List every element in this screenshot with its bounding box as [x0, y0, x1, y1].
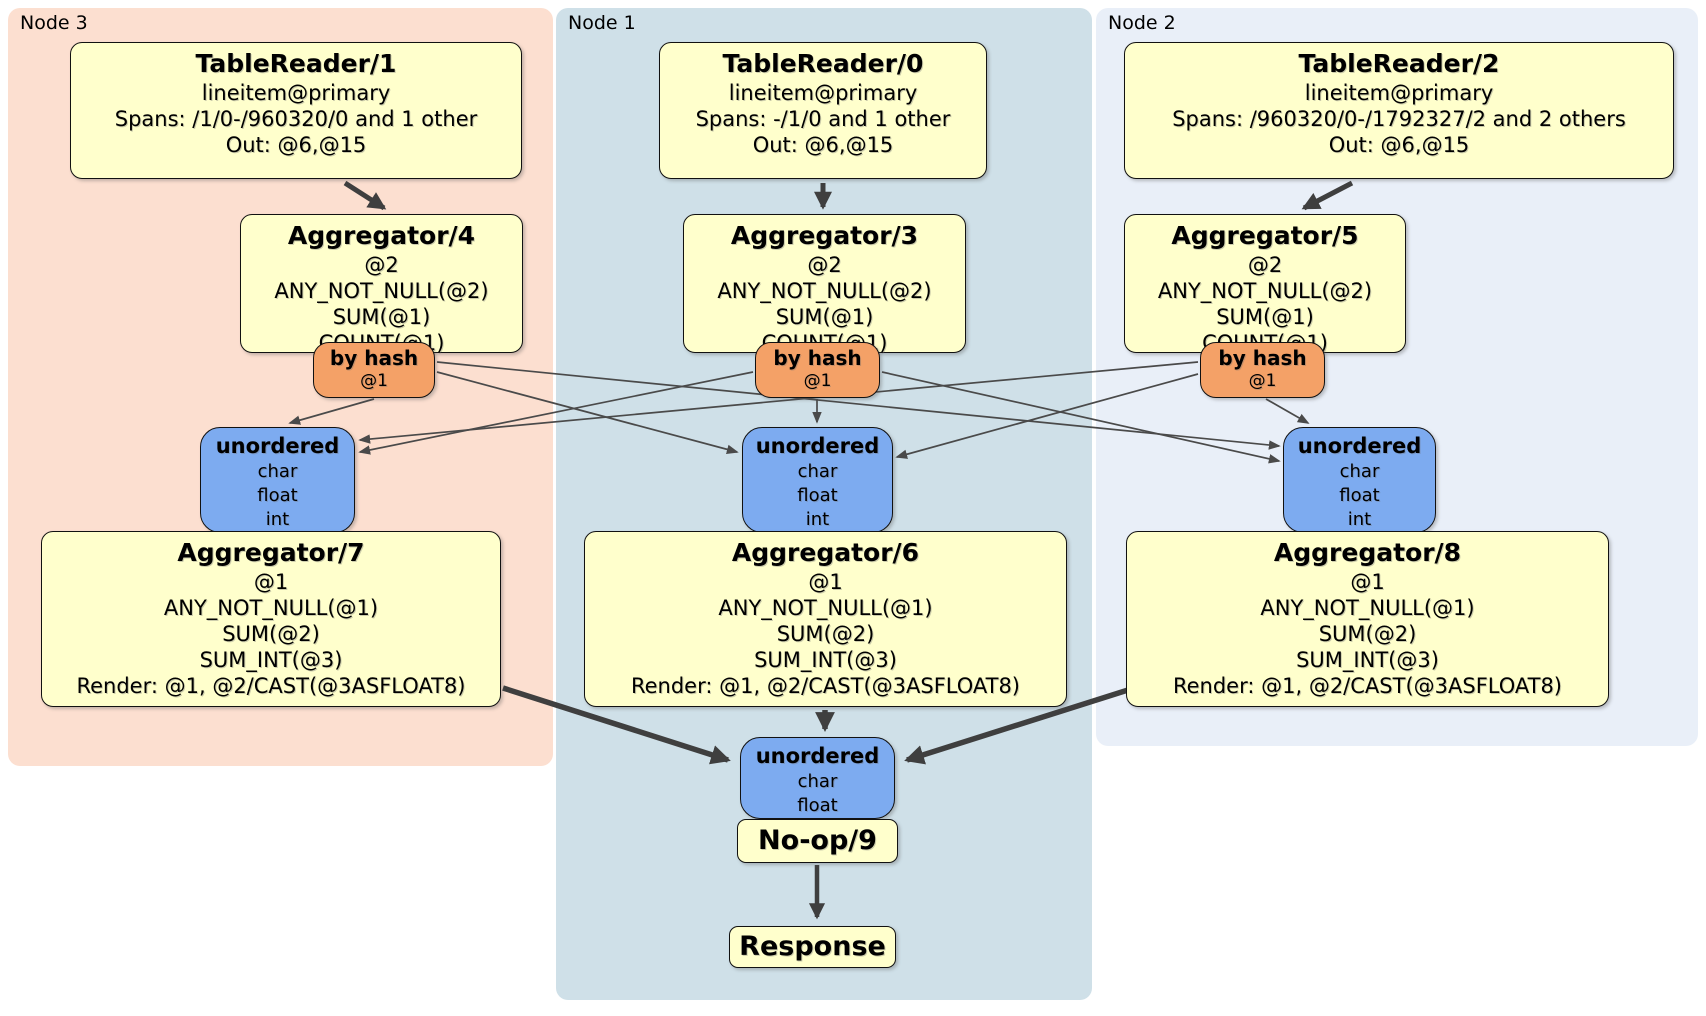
- sync-line: int: [265, 509, 290, 530]
- box-line: Render: @1, @2/CAST(@3ASFLOAT8): [630, 674, 1021, 698]
- box-line: Out: @6,@15: [225, 133, 367, 157]
- box-line: Spans: -/1/0 and 1 other: [695, 107, 951, 131]
- box-title: Aggregator/8: [1273, 538, 1462, 567]
- box-line: @1: [808, 570, 843, 594]
- box-line: @2: [364, 253, 399, 277]
- group-label-node-1: Node 1: [568, 12, 636, 34]
- box-line: Out: @6,@15: [752, 133, 894, 157]
- box-title: TableReader/0: [722, 49, 924, 78]
- sync-title: unordered: [755, 744, 880, 768]
- aggregator-7-box: Aggregator/7 @1 ANY_NOT_NULL(@1) SUM(@2)…: [41, 531, 501, 707]
- box-line: Out: @6,@15: [1328, 133, 1470, 157]
- box-line: SUM(@2): [1318, 622, 1417, 646]
- aggregator-4-box: Aggregator/4 @2 ANY_NOT_NULL(@2) SUM(@1)…: [240, 214, 523, 355]
- unordered-sync-node3: unordered char float int: [200, 427, 355, 533]
- box-line: Spans: /1/0-/960320/0 and 1 other: [114, 107, 478, 131]
- response-box: Response: [729, 926, 896, 968]
- router-title: by hash: [329, 346, 419, 370]
- box-line: SUM(@1): [332, 305, 431, 329]
- box-line: lineitem@primary: [201, 81, 391, 105]
- box-title: Aggregator/3: [730, 221, 919, 250]
- sync-title: unordered: [215, 434, 340, 458]
- sync-line: float: [797, 485, 838, 506]
- box-title: Aggregator/6: [731, 538, 920, 567]
- aggregator-3-box: Aggregator/3 @2 ANY_NOT_NULL(@2) SUM(@1)…: [683, 214, 966, 355]
- box-title: TableReader/2: [1298, 49, 1500, 78]
- box-line: SUM(@2): [222, 622, 320, 646]
- box-line: Render: @1, @2/CAST(@3ASFLOAT8): [1172, 674, 1563, 698]
- aggregator-6-box: Aggregator/6 @1 ANY_NOT_NULL(@1) SUM(@2)…: [584, 531, 1067, 707]
- table-reader-2-box: TableReader/2 lineitem@primary Spans: /9…: [1124, 42, 1674, 179]
- box-title: Response: [739, 931, 886, 962]
- unordered-sync-final: unordered char float: [740, 737, 895, 819]
- box-line: @1: [1350, 570, 1385, 594]
- unordered-sync-node2: unordered char float int: [1283, 427, 1436, 533]
- box-line: @2: [1247, 253, 1283, 277]
- sync-line: float: [1339, 485, 1380, 506]
- noop-9-box: No-op/9: [737, 819, 898, 863]
- box-line: SUM(@1): [775, 305, 874, 329]
- sync-line: float: [257, 485, 298, 506]
- box-title: Aggregator/7: [177, 538, 365, 567]
- group-label-node-3: Node 3: [20, 12, 88, 34]
- box-line: lineitem@primary: [1304, 81, 1494, 105]
- router-title: by hash: [1218, 346, 1307, 370]
- box-line: @1: [253, 570, 289, 594]
- router-detail: @1: [360, 371, 388, 391]
- sync-line: char: [1339, 461, 1380, 482]
- box-line: ANY_NOT_NULL(@1): [718, 596, 933, 620]
- box-line: ANY_NOT_NULL(@1): [163, 596, 379, 620]
- box-line: Spans: /960320/0-/1792327/2 and 2 others: [1172, 107, 1626, 131]
- sync-line: int: [1347, 509, 1372, 530]
- hash-router-node1: by hash @1: [755, 342, 880, 398]
- sync-title: unordered: [755, 434, 880, 458]
- box-line: SUM_INT(@3): [199, 648, 343, 672]
- sync-line: float: [797, 795, 838, 816]
- router-detail: @1: [1248, 371, 1277, 391]
- box-line: SUM_INT(@3): [754, 648, 897, 672]
- aggregator-5-box: Aggregator/5 @2 ANY_NOT_NULL(@2) SUM(@1)…: [1124, 214, 1406, 355]
- box-line: ANY_NOT_NULL(@2): [274, 279, 489, 303]
- box-title: Aggregator/4: [287, 221, 476, 250]
- hash-router-node2: by hash @1: [1200, 342, 1325, 398]
- router-title: by hash: [773, 346, 862, 370]
- box-line: ANY_NOT_NULL(@2): [717, 279, 932, 303]
- box-line: Render: @1, @2/CAST(@3ASFLOAT8): [76, 674, 466, 698]
- table-reader-0-box: TableReader/0 lineitem@primary Spans: -/…: [659, 42, 987, 179]
- unordered-sync-node1: unordered char float int: [742, 427, 893, 533]
- box-line: ANY_NOT_NULL(@1): [1260, 596, 1475, 620]
- box-line: SUM_INT(@3): [1296, 648, 1439, 672]
- box-title: TableReader/1: [195, 49, 397, 78]
- hash-router-node3: by hash @1: [313, 342, 435, 398]
- box-title: Aggregator/5: [1171, 221, 1359, 250]
- box-line: @2: [807, 253, 842, 277]
- group-label-node-2: Node 2: [1108, 12, 1176, 34]
- table-reader-1-box: TableReader/1 lineitem@primary Spans: /1…: [70, 42, 522, 179]
- sync-line: char: [797, 461, 838, 482]
- aggregator-8-box: Aggregator/8 @1 ANY_NOT_NULL(@1) SUM(@2)…: [1126, 531, 1609, 707]
- box-line: SUM(@1): [1216, 305, 1314, 329]
- router-detail: @1: [803, 371, 832, 391]
- sync-line: char: [257, 461, 298, 482]
- box-line: lineitem@primary: [728, 81, 918, 105]
- box-line: SUM(@2): [776, 622, 875, 646]
- sync-title: unordered: [1297, 434, 1422, 458]
- box-line: ANY_NOT_NULL(@2): [1157, 279, 1373, 303]
- sync-line: char: [797, 771, 838, 792]
- box-title: No-op/9: [758, 825, 877, 856]
- sync-line: int: [805, 509, 830, 530]
